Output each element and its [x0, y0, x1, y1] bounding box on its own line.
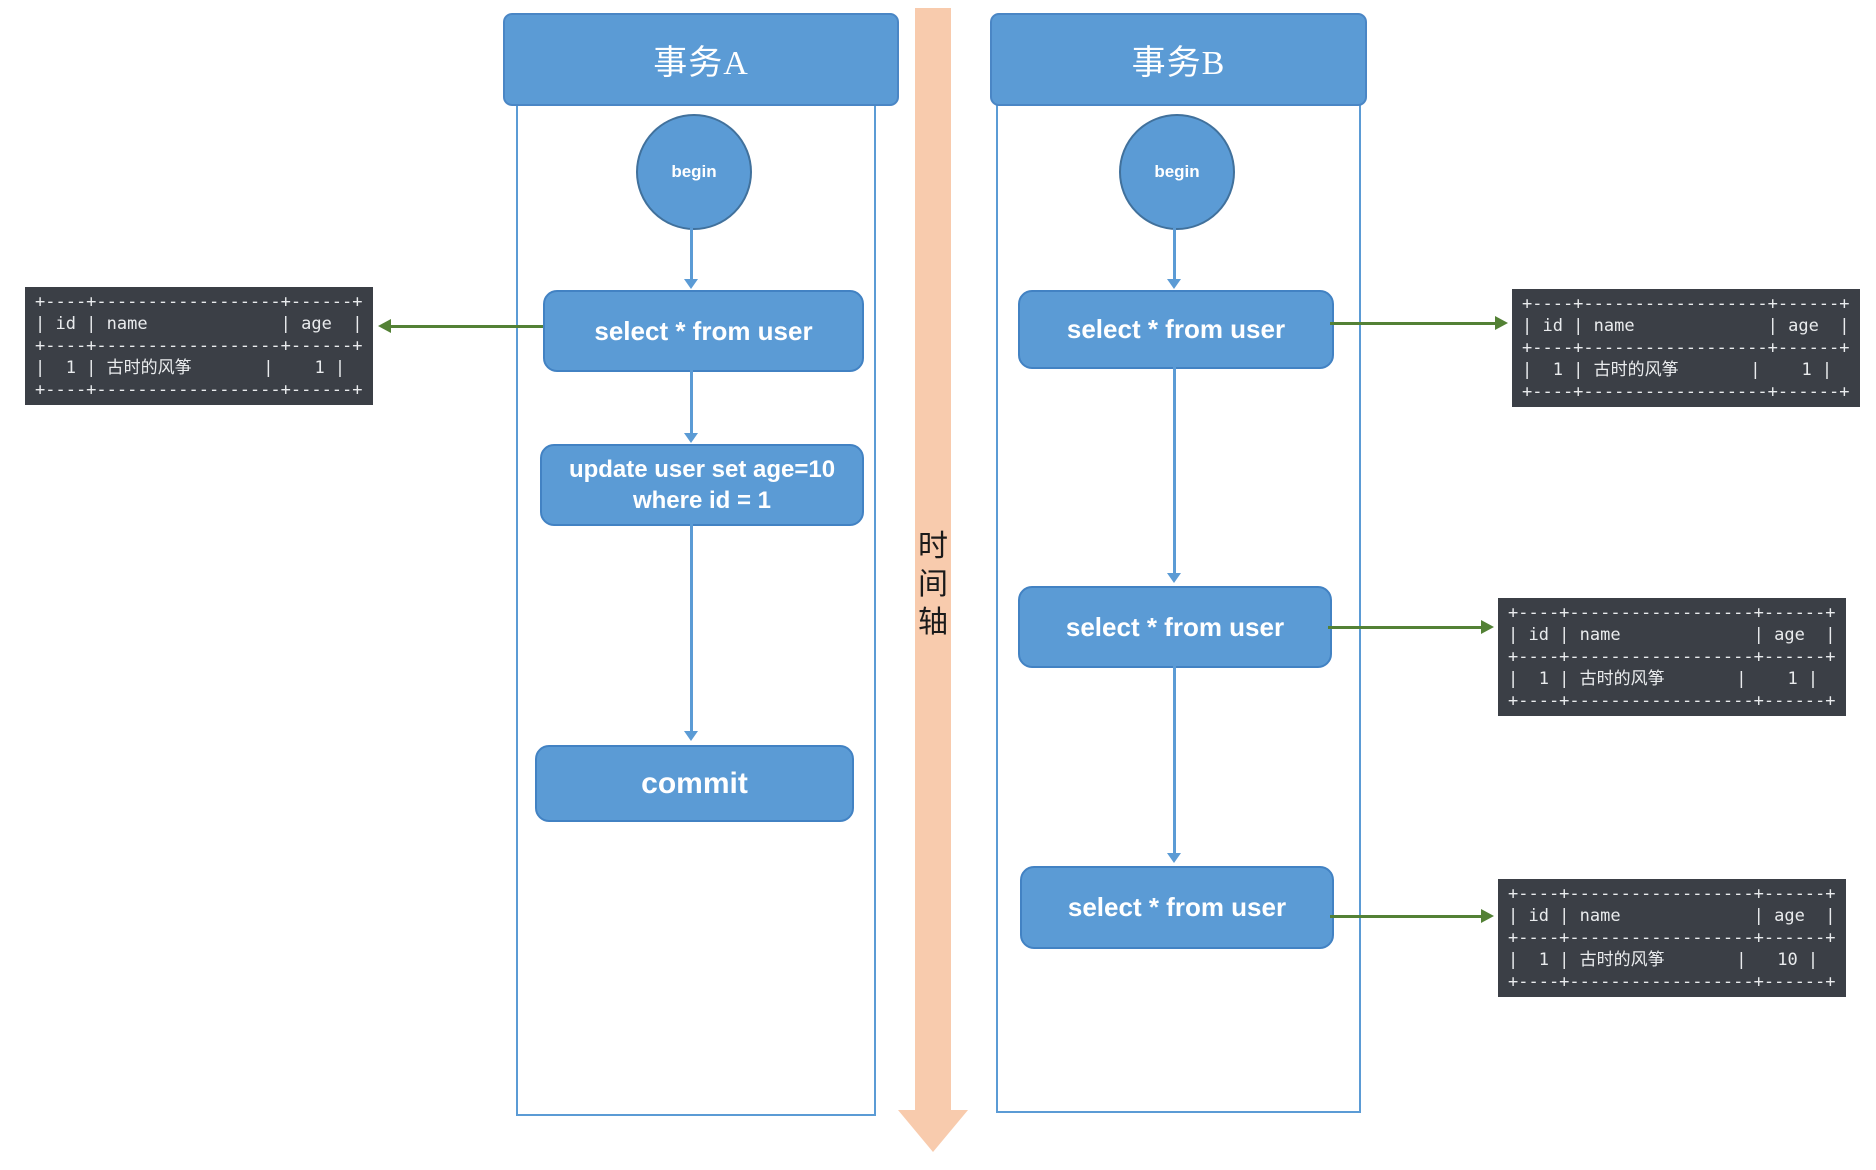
begin-node-b: begin — [1119, 114, 1235, 230]
commit-box-a-label: commit — [641, 766, 748, 800]
begin-node-a: begin — [636, 114, 752, 230]
update-box-a-line2: where id = 1 — [632, 487, 772, 514]
select-box-a-label: select * from user — [594, 315, 813, 346]
result-table-b1-age1: +----+------------------+------+ | id | … — [1512, 289, 1860, 407]
flow-arrow-a-begin-to-select — [684, 228, 698, 289]
timeline-arrowhead-icon — [898, 1110, 968, 1152]
result-table-b2-age1: +----+------------------+------+ | id | … — [1498, 598, 1846, 716]
flow-arrow-b-select1-to-select2 — [1167, 365, 1181, 583]
select-box-a: select * from user — [543, 290, 864, 372]
result-table-b3-age10: +----+------------------+------+ | id | … — [1498, 879, 1846, 997]
transaction-b-header: 事务B — [990, 13, 1367, 106]
begin-node-b-label: begin — [1154, 162, 1200, 181]
result-arrow-b3 — [1330, 909, 1494, 923]
update-box-a-line1: update user set age=10 — [568, 456, 836, 483]
transaction-b-title: 事务B — [1131, 45, 1226, 82]
flow-arrow-b-begin-to-select1 — [1167, 228, 1181, 289]
select-box-b2: select * from user — [1018, 586, 1332, 668]
select-box-b3-label: select * from user — [1067, 892, 1287, 922]
select-box-b2-label: select * from user — [1065, 611, 1285, 642]
result-arrow-a-select — [378, 319, 543, 333]
result-arrow-b1 — [1330, 316, 1508, 330]
commit-box-a: commit — [535, 745, 854, 822]
select-box-b3: select * from user — [1020, 866, 1334, 949]
flow-arrow-b-select2-to-select3 — [1167, 664, 1181, 863]
timeline-label: 时间轴 — [918, 530, 948, 639]
result-arrow-b2 — [1328, 620, 1494, 634]
timeline-band — [915, 8, 951, 1110]
result-table-a-age1: +----+------------------+------+ | id | … — [25, 287, 373, 405]
begin-node-a-label: begin — [671, 162, 717, 181]
select-box-b1-label: select * from user — [1066, 314, 1286, 344]
transaction-a-title: 事务A — [653, 45, 749, 82]
flow-arrow-a-select-to-update — [684, 368, 698, 443]
transaction-a-header: 事务A — [503, 13, 899, 106]
flow-arrow-a-update-to-commit — [684, 522, 698, 741]
update-box-a: update user set age=10 where id = 1 — [540, 444, 864, 526]
transaction-a-lane — [516, 102, 876, 1116]
select-box-b1: select * from user — [1018, 290, 1334, 369]
